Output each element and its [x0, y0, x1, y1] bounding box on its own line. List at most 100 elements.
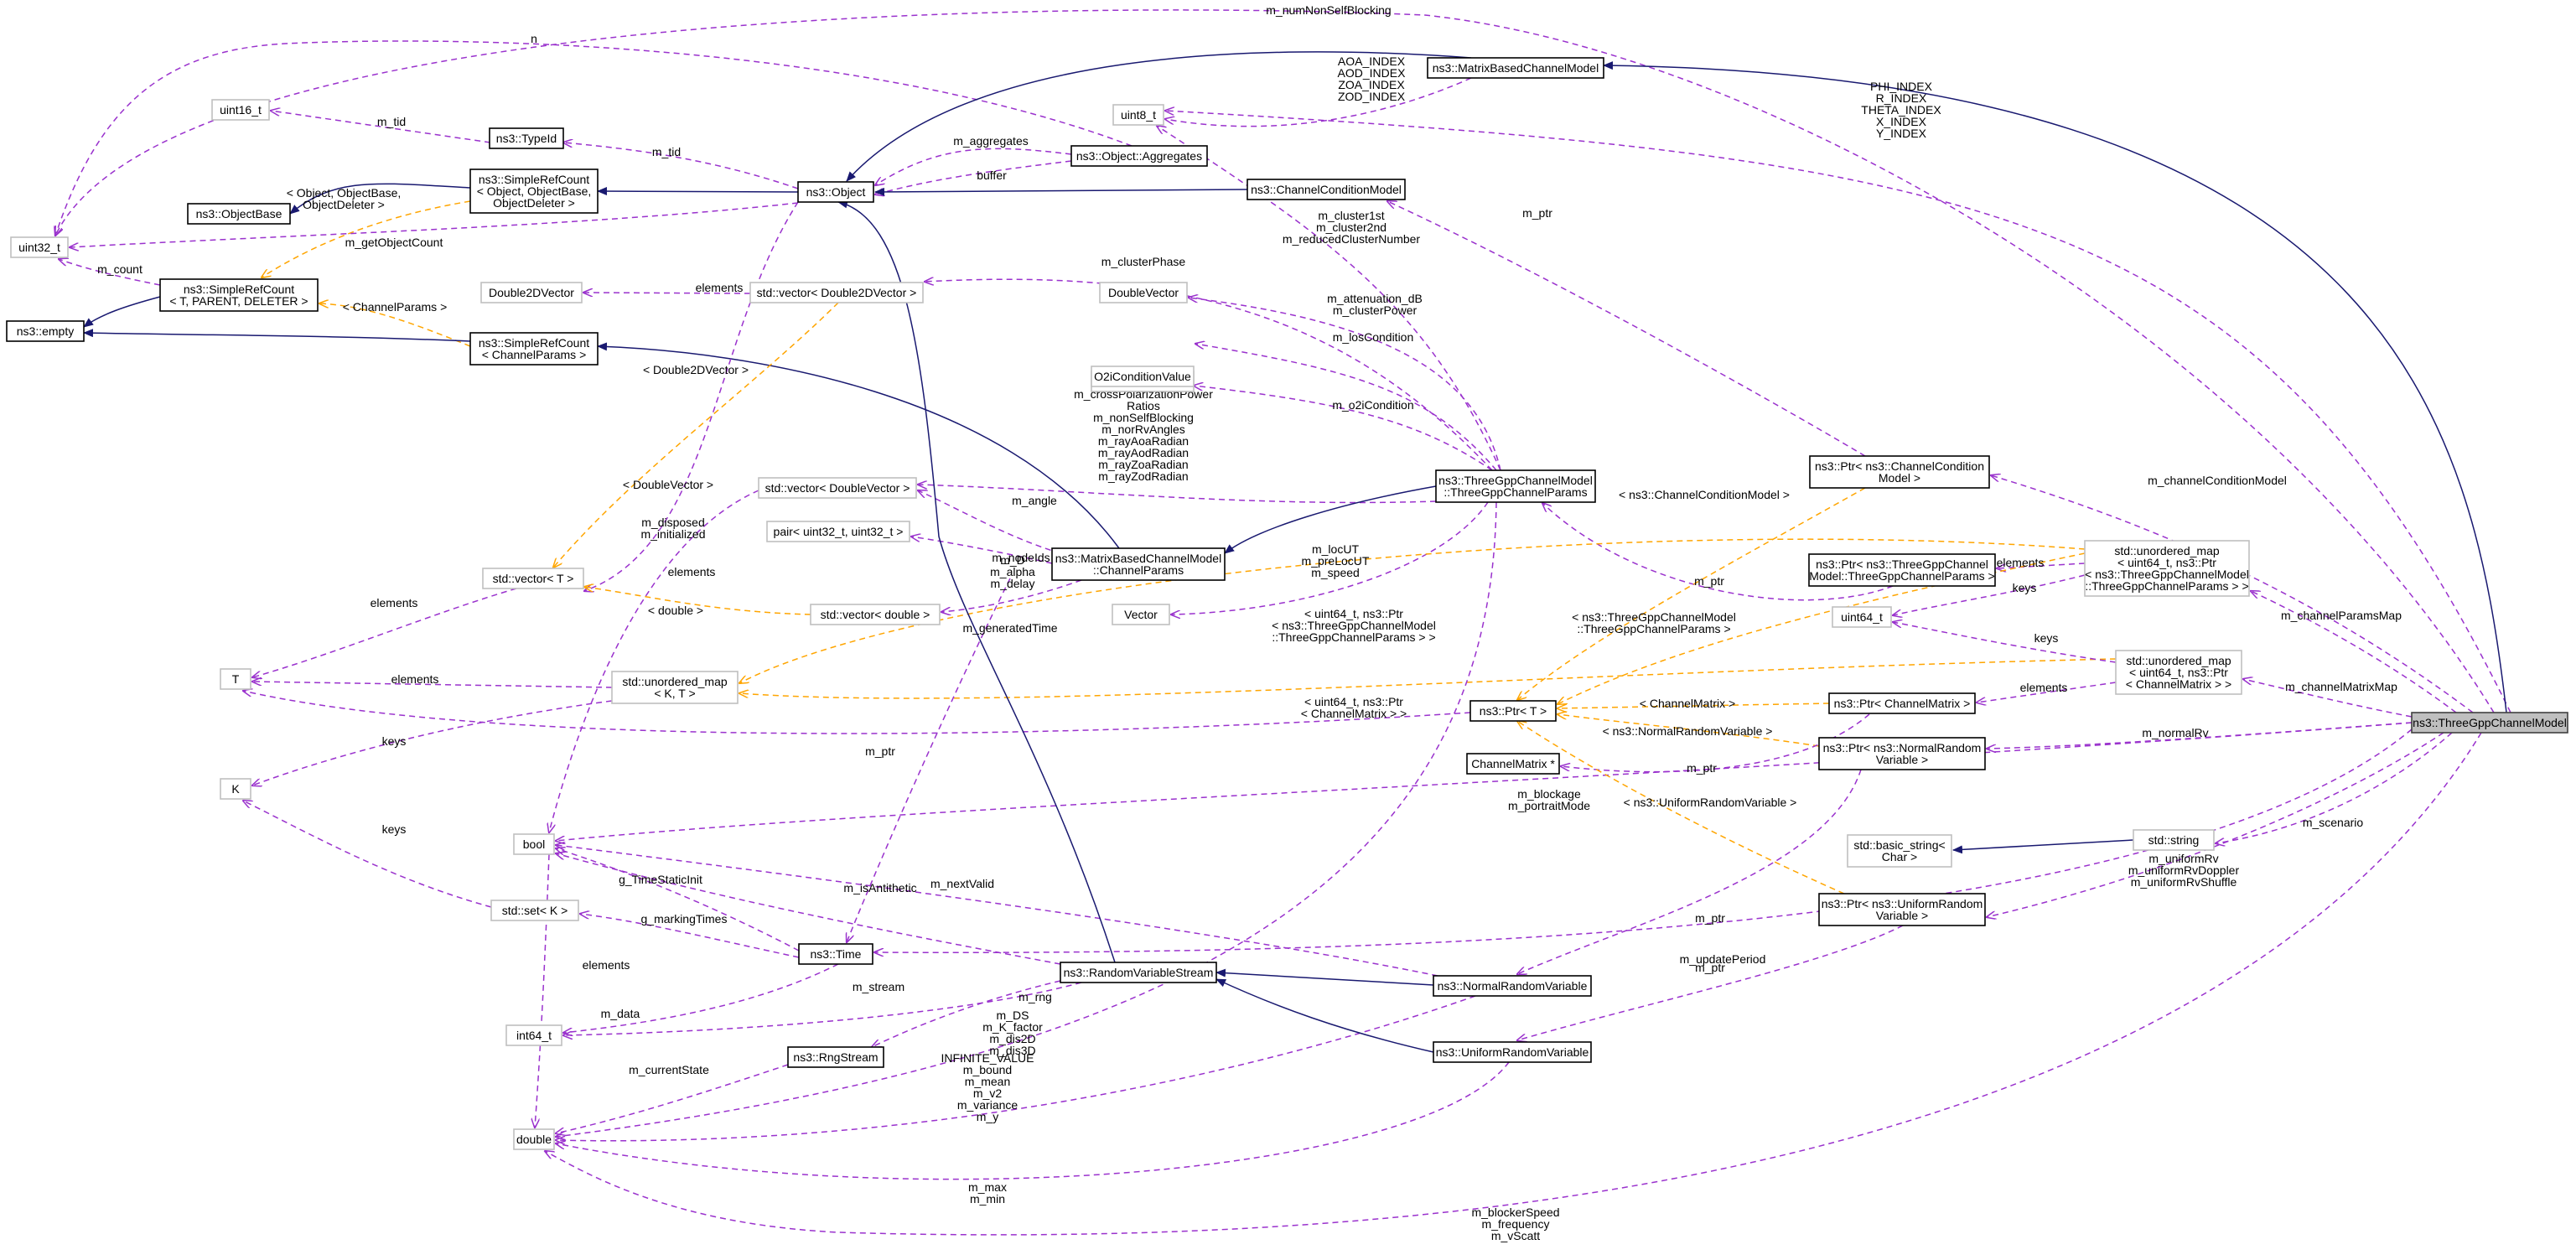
member-edge-aoa-index — [1165, 77, 1472, 127]
class-node-object[interactable]: ns3::Object — [797, 181, 874, 203]
node-label: ns3::ThreeGppChannelModel::ThreeGppChann… — [1438, 474, 1593, 499]
inherit-edge-81 — [1215, 978, 1434, 1053]
class-node-vector-doublevector[interactable]: std::vector< DoubleVector > — [758, 477, 917, 499]
edge-label-m-data: m_data — [601, 1007, 640, 1020]
class-node-vector-double2d[interactable]: std::vector< Double2DVector > — [749, 282, 924, 303]
inherit-edge-78 — [83, 329, 471, 342]
class-node-vector-t[interactable]: std::vector< T > — [482, 568, 584, 589]
class-node-channel-condition-model[interactable]: ns3::ChannelConditionModel — [1247, 179, 1406, 200]
class-node-double-vector[interactable]: DoubleVector — [1099, 282, 1188, 303]
class-node-uint32[interactable]: uint32_t — [10, 236, 69, 258]
node-box — [10, 236, 69, 258]
edge-label-m-tid-1: m_tid — [377, 115, 406, 128]
class-node-threegpp-channel-params[interactable]: ns3::ThreeGppChannelModel::ThreeGppChann… — [1435, 469, 1596, 503]
member-edge-m-loc-ut — [1171, 501, 1489, 614]
class-node-object-aggregates[interactable]: ns3::Object::Aggregates — [1070, 145, 1208, 167]
inherit-edge-71 — [1952, 839, 2134, 854]
node-label: std::vector< Double2DVector > — [757, 286, 917, 299]
node-label: ns3::RngStream — [793, 1050, 878, 1064]
class-node-k[interactable]: K — [220, 778, 251, 800]
node-box — [1832, 606, 1892, 628]
class-node-ptr-t[interactable]: ns3::Ptr< T > — [1469, 700, 1557, 722]
edge-label-m-get-object-count: m_getObjectCount — [345, 236, 443, 249]
edge-label-elements-d2d: elements — [696, 281, 744, 294]
class-node-o2i-condition-value[interactable]: O2iConditionValue — [1091, 366, 1195, 387]
member-edge-m-channel-condition-model — [1991, 475, 2474, 713]
class-node-typeid[interactable]: ns3::TypeId — [489, 127, 564, 149]
node-box — [2084, 540, 2250, 597]
class-node-unordered-map-kt[interactable]: std::unordered_map< K, T > — [611, 671, 739, 704]
node-box — [1433, 1041, 1592, 1063]
class-node-bool[interactable]: bool — [513, 833, 555, 855]
class-node-matrix-based-channel-model[interactable]: ns3::MatrixBasedChannelModel — [1427, 57, 1604, 79]
node-label: DoubleVector — [1108, 286, 1179, 299]
inherit-edge-76 — [289, 183, 471, 215]
edge-label-m-generated-time: m_generatedTime — [962, 621, 1057, 635]
node-label: std::vector< DoubleVector > — [765, 481, 910, 495]
class-node-empty[interactable]: ns3::empty — [6, 320, 85, 342]
edge-label-m-next-valid: m_nextValid — [930, 877, 994, 890]
class-node-unordered-map-matrix[interactable]: std::unordered_map< uint64_t, ns3::Ptr< … — [2115, 650, 2242, 695]
member-edge-m-aggregates — [875, 148, 1072, 185]
node-box — [505, 1024, 562, 1046]
node-label: std::unordered_map< uint64_t, ns3::Ptr< … — [2085, 544, 2249, 593]
node-label: ns3::ObjectBase — [196, 207, 282, 220]
class-node-matrix-channel-params[interactable]: ns3::MatrixBasedChannelModel::ChannelPar… — [1051, 547, 1226, 581]
node-box — [1112, 104, 1164, 126]
class-node-unordered-map-params[interactable]: std::unordered_map< uint64_t, ns3::Ptr< … — [2084, 540, 2250, 597]
class-node-simple-ref-count-t[interactable]: ns3::SimpleRefCount< T, PARENT, DELETER … — [159, 278, 319, 312]
class-node-random-variable-stream[interactable]: ns3::RandomVariableStream — [1060, 962, 1217, 983]
inherit-edge-72 — [1603, 61, 2507, 713]
class-node-rng-stream[interactable]: ns3::RngStream — [787, 1046, 884, 1068]
node-label: uint8_t — [1121, 108, 1156, 122]
member-edge-m-channel-params-map — [2251, 591, 2457, 713]
node-label: uint16_t — [220, 103, 262, 117]
template-edge-double-tmpl — [584, 587, 811, 615]
node-box — [1112, 604, 1170, 625]
class-node-uniform-random-variable[interactable]: ns3::UniformRandomVariable — [1433, 1041, 1592, 1063]
node-label: std::vector< double > — [821, 608, 930, 621]
class-node-simple-ref-count-obj[interactable]: ns3::SimpleRefCount< Object, ObjectBase,… — [469, 169, 599, 214]
class-node-channel-matrix-ptr[interactable]: ChannelMatrix * — [1466, 753, 1560, 775]
class-node-pair-uint32[interactable]: pair< uint32_t, uint32_t > — [766, 521, 910, 542]
member-edge-m-disposed — [549, 490, 759, 832]
class-node-normal-random-variable[interactable]: ns3::NormalRandomVariable — [1433, 975, 1592, 997]
class-node-basic-string[interactable]: std::basic_string<Char > — [1847, 834, 1952, 868]
class-node-uint64[interactable]: uint64_t — [1832, 606, 1892, 628]
class-node-object-base[interactable]: ns3::ObjectBase — [187, 203, 291, 225]
class-node-double[interactable]: double — [513, 1128, 555, 1150]
class-node-uint8[interactable]: uint8_t — [1112, 104, 1164, 126]
class-node-set-k[interactable]: std::set< K > — [490, 900, 579, 921]
edge-label-m-count: m_count — [97, 262, 143, 276]
class-node-int64[interactable]: int64_t — [505, 1024, 562, 1046]
class-node-vector-double[interactable]: std::vector< double > — [810, 604, 941, 625]
class-node-time[interactable]: ns3::Time — [798, 943, 873, 965]
class-node-string[interactable]: std::string — [2133, 829, 2215, 851]
node-box — [810, 604, 941, 625]
class-node-uint16[interactable]: uint16_t — [211, 99, 270, 121]
node-box — [187, 203, 291, 225]
edge-label-m-angle: m_angle — [1012, 494, 1057, 507]
class-node-double2d-vector[interactable]: Double2DVector — [480, 282, 583, 303]
class-node-t[interactable]: T — [220, 668, 251, 690]
class-node-ptr-channel-matrix[interactable]: ns3::Ptr< ChannelMatrix > — [1828, 692, 1976, 714]
node-label: std::set< K > — [502, 904, 568, 917]
class-node-vector-class[interactable]: Vector — [1112, 604, 1170, 625]
edge-label-elements-map2: elements — [2020, 681, 2068, 694]
class-node-simple-ref-count-cp[interactable]: ns3::SimpleRefCount< ChannelParams > — [469, 332, 599, 366]
class-node-threegpp-channel-model[interactable]: ns3::ThreeGppChannelModel — [2411, 712, 2568, 734]
node-label: std::unordered_map< uint64_t, ns3::Ptr< … — [2126, 654, 2231, 691]
node-box — [220, 778, 251, 800]
edge-label-m-cluster-phase: m_clusterPhase — [1101, 255, 1186, 268]
